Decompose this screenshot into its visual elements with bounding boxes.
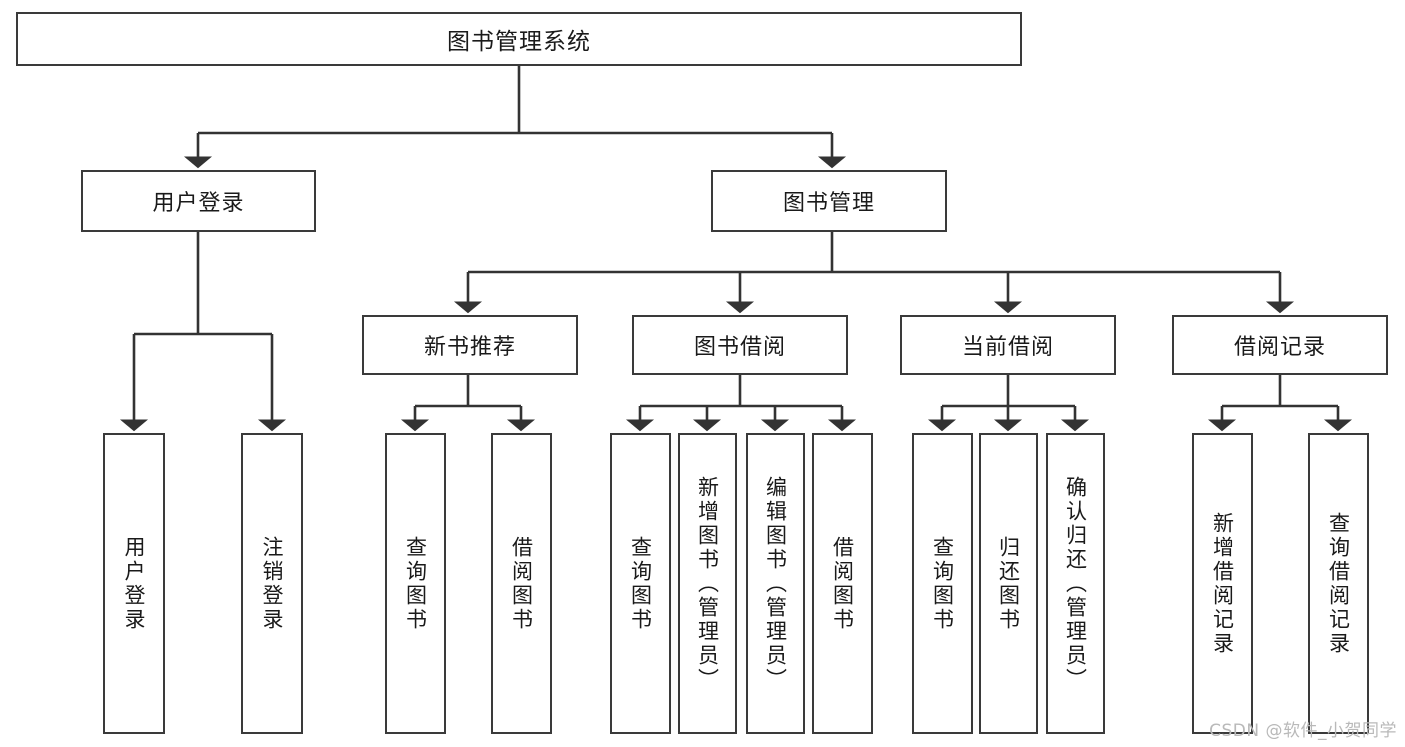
node-borrow-records[interactable]: 借阅记录 — [1172, 315, 1388, 375]
node-label: 图书借阅 — [693, 335, 786, 360]
node-user-login[interactable]: 用户登录 — [81, 170, 316, 232]
node-new-book-recommend[interactable]: 新书推荐 — [362, 315, 578, 375]
leaf-records-query-record[interactable]: 查询借阅记录 — [1308, 433, 1369, 734]
node-label: 借阅图书 — [830, 535, 855, 632]
node-label: 图书管理系统 — [447, 29, 591, 55]
leaf-borrow-query-book[interactable]: 查询图书 — [610, 433, 671, 734]
node-label: 查询图书 — [628, 535, 653, 632]
node-current-borrow[interactable]: 当前借阅 — [900, 315, 1116, 375]
node-book-borrow[interactable]: 图书借阅 — [632, 315, 848, 375]
leaf-records-add-record[interactable]: 新增借阅记录 — [1192, 433, 1253, 734]
node-root-book-management-system[interactable]: 图书管理系统 — [16, 12, 1022, 66]
node-label: 新增图书（管理员） — [695, 475, 720, 692]
node-label: 查询图书 — [403, 535, 428, 632]
node-label: 借阅图书 — [509, 535, 534, 632]
node-label: 用户登录 — [152, 191, 245, 216]
leaf-user-login-login[interactable]: 用户登录 — [103, 433, 165, 734]
node-label: 编辑图书（管理员） — [763, 475, 788, 692]
leaf-borrow-borrow-book[interactable]: 借阅图书 — [812, 433, 873, 734]
node-label: 确认归还（管理员） — [1063, 475, 1088, 692]
node-label: 查询借阅记录 — [1326, 511, 1351, 656]
watermark-text: CSDN @软件_小贺同学 — [1209, 721, 1397, 741]
node-book-management[interactable]: 图书管理 — [711, 170, 947, 232]
node-label: 新书推荐 — [423, 335, 516, 360]
node-label: 注销登录 — [260, 535, 285, 632]
leaf-current-return-book[interactable]: 归还图书 — [979, 433, 1038, 734]
leaf-current-query-book[interactable]: 查询图书 — [912, 433, 973, 734]
node-label: 查询图书 — [930, 535, 955, 632]
leaf-new-book-query[interactable]: 查询图书 — [385, 433, 446, 734]
node-label: 当前借阅 — [961, 335, 1054, 360]
leaf-user-login-logout[interactable]: 注销登录 — [241, 433, 303, 734]
node-label: 用户登录 — [122, 535, 147, 632]
leaf-borrow-edit-book-admin[interactable]: 编辑图书（管理员） — [746, 433, 805, 734]
leaf-current-confirm-return-admin[interactable]: 确认归还（管理员） — [1046, 433, 1105, 734]
node-label: 借阅记录 — [1233, 335, 1326, 360]
node-label: 归还图书 — [996, 535, 1021, 632]
node-label: 图书管理 — [782, 191, 875, 216]
leaf-new-book-borrow[interactable]: 借阅图书 — [491, 433, 552, 734]
node-label: 新增借阅记录 — [1210, 511, 1235, 656]
leaf-borrow-add-book-admin[interactable]: 新增图书（管理员） — [678, 433, 737, 734]
